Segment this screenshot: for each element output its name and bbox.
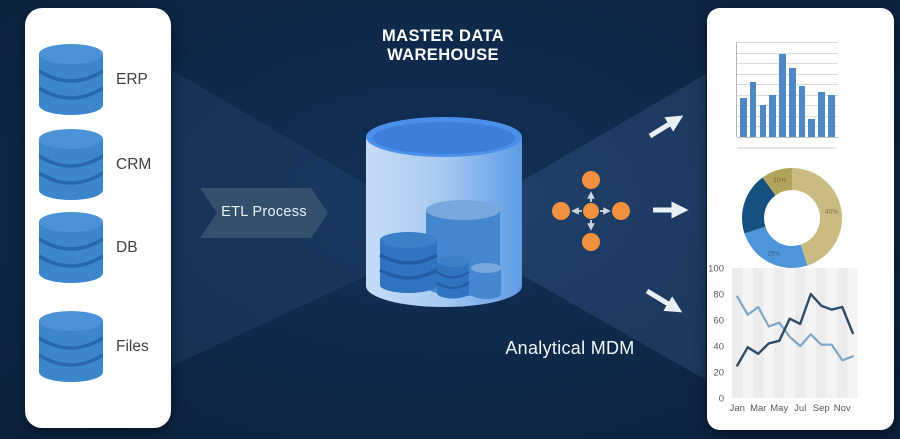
database-icon: [39, 212, 103, 283]
source-item-crm: CRM: [39, 129, 151, 201]
funnel-right: [520, 74, 706, 380]
donut-chart: 45% 25% 10%: [742, 168, 842, 268]
bar: [828, 94, 835, 137]
donut-slice: [742, 177, 776, 234]
bar-chart: [736, 42, 838, 138]
database-icon: [39, 44, 103, 115]
x-axis-tick-label: Jul: [794, 403, 806, 414]
database-icon: [39, 129, 103, 200]
x-axis-tick-label: Sep: [813, 403, 830, 414]
bar-chart-scroll-line: [737, 147, 836, 149]
title-line-2: WAREHOUSE: [387, 45, 499, 64]
donut-slice-label: 45%: [825, 209, 838, 216]
source-item-files: Files: [39, 311, 149, 383]
bar: [759, 105, 767, 137]
source-label: Files: [116, 338, 149, 355]
y-axis-tick-label: 0: [719, 394, 724, 405]
bar: [779, 53, 786, 137]
x-axis-tick-label: Jan: [730, 403, 745, 414]
data-sources-panel: ERP CRM DB Files: [25, 8, 171, 428]
bar-series: [737, 42, 838, 137]
donut-slice: [792, 168, 842, 266]
etl-chevron-arrow: [200, 188, 328, 238]
x-axis-tick-label: May: [770, 403, 788, 414]
arrow-up-right-icon: [648, 115, 684, 139]
source-item-erp: ERP: [39, 44, 148, 116]
database-icon-glyph: [39, 212, 103, 283]
gridline: [737, 73, 838, 75]
source-label: CRM: [116, 156, 152, 173]
y-axis-tick-label: 100: [708, 264, 724, 275]
bar: [769, 94, 776, 137]
hub-network-icon: [552, 171, 630, 251]
line-series-light-blue-line: [736, 295, 854, 362]
database-icon: [39, 311, 103, 382]
analytical-mdm-label: Analytical MDM: [505, 338, 635, 358]
gridline: [737, 63, 838, 65]
bar: [740, 97, 747, 137]
donut-slice: [762, 168, 792, 196]
title-line-1: MASTER DATA: [381, 27, 505, 45]
x-axis-tick-label: Nov: [834, 403, 851, 414]
donut-slice: [744, 226, 808, 268]
gridline: [737, 105, 838, 107]
y-axis-tick-label: 60: [713, 316, 724, 327]
gridline: [737, 84, 838, 86]
y-axis-tick-label: 20: [713, 368, 724, 379]
cylinder-database-icon: [366, 117, 522, 307]
gridline: [737, 115, 838, 117]
source-label: ERP: [116, 71, 148, 88]
y-axis-tick-label: 80: [713, 290, 724, 301]
gridline: [737, 42, 838, 43]
y-axis-tick-label: 40: [713, 342, 724, 353]
x-axis-tick-label: Mar: [750, 403, 766, 414]
gridline: [737, 126, 838, 128]
donut-slice-label: 25%: [767, 251, 780, 258]
database-icon-glyph: [39, 129, 103, 200]
bar: [808, 119, 816, 137]
diagram-title: MASTER DATA WAREHOUSE: [323, 27, 563, 64]
bar: [749, 82, 757, 137]
arrow-down-right-icon: [645, 288, 683, 313]
gridline: [737, 137, 838, 138]
inner-database-icon: [379, 232, 438, 293]
bar: [798, 86, 806, 137]
gridline: [737, 52, 838, 54]
inner-database-small-icon: [436, 256, 470, 299]
source-item-db: DB: [39, 212, 138, 284]
source-label: DB: [116, 239, 138, 256]
bar: [818, 91, 825, 137]
gridline: [737, 94, 838, 96]
donut-slice-label: 10%: [773, 177, 786, 184]
bar: [788, 68, 796, 137]
warehouse-contents: [379, 200, 501, 299]
database-icon-glyph: [39, 311, 103, 382]
line-series-dark-navy-line: [736, 292, 854, 367]
database-icon-glyph: [39, 44, 103, 115]
etl-process-label: ETL Process: [221, 204, 307, 220]
